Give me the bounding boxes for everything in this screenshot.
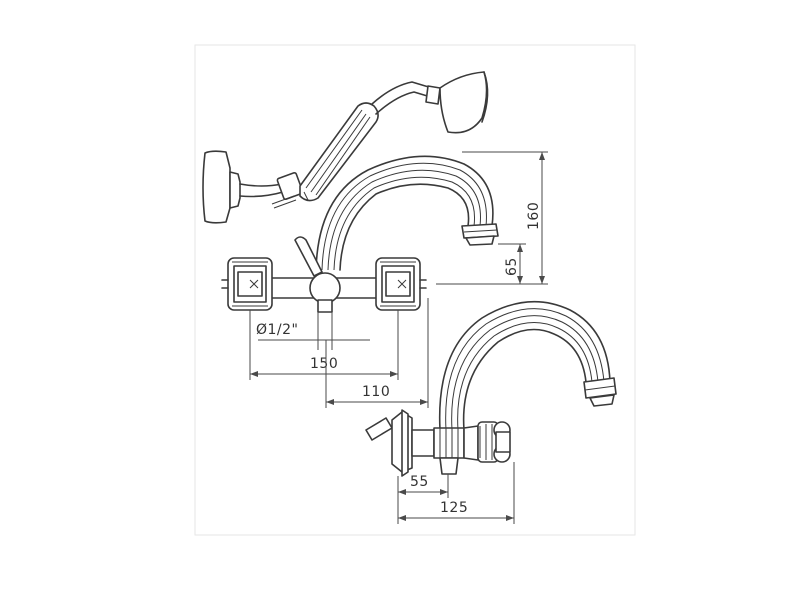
spout-top bbox=[315, 155, 499, 271]
dim-height-spout: 65 bbox=[504, 257, 520, 276]
dimension-thread bbox=[258, 312, 370, 350]
dim-centers-outer: 150 bbox=[310, 356, 338, 372]
dim-depth-total: 125 bbox=[440, 500, 468, 516]
dimension-55 bbox=[397, 474, 449, 498]
wall-bracket bbox=[202, 150, 304, 224]
dimension-150 bbox=[249, 310, 399, 380]
dimension-110 bbox=[325, 298, 429, 408]
handshower bbox=[299, 71, 489, 202]
dim-centers-inner: 110 bbox=[362, 384, 390, 400]
dim-thread: Ø1/2" bbox=[256, 322, 299, 338]
dim-depth-wall: 55 bbox=[410, 474, 429, 490]
background-watermark bbox=[194, 44, 636, 536]
dimension-160 bbox=[436, 151, 548, 285]
dimension-125 bbox=[397, 462, 515, 524]
dimension-65 bbox=[498, 243, 526, 284]
mixer-front bbox=[221, 236, 427, 313]
dim-height-total: 160 bbox=[526, 202, 542, 230]
mixer-side bbox=[365, 300, 617, 477]
